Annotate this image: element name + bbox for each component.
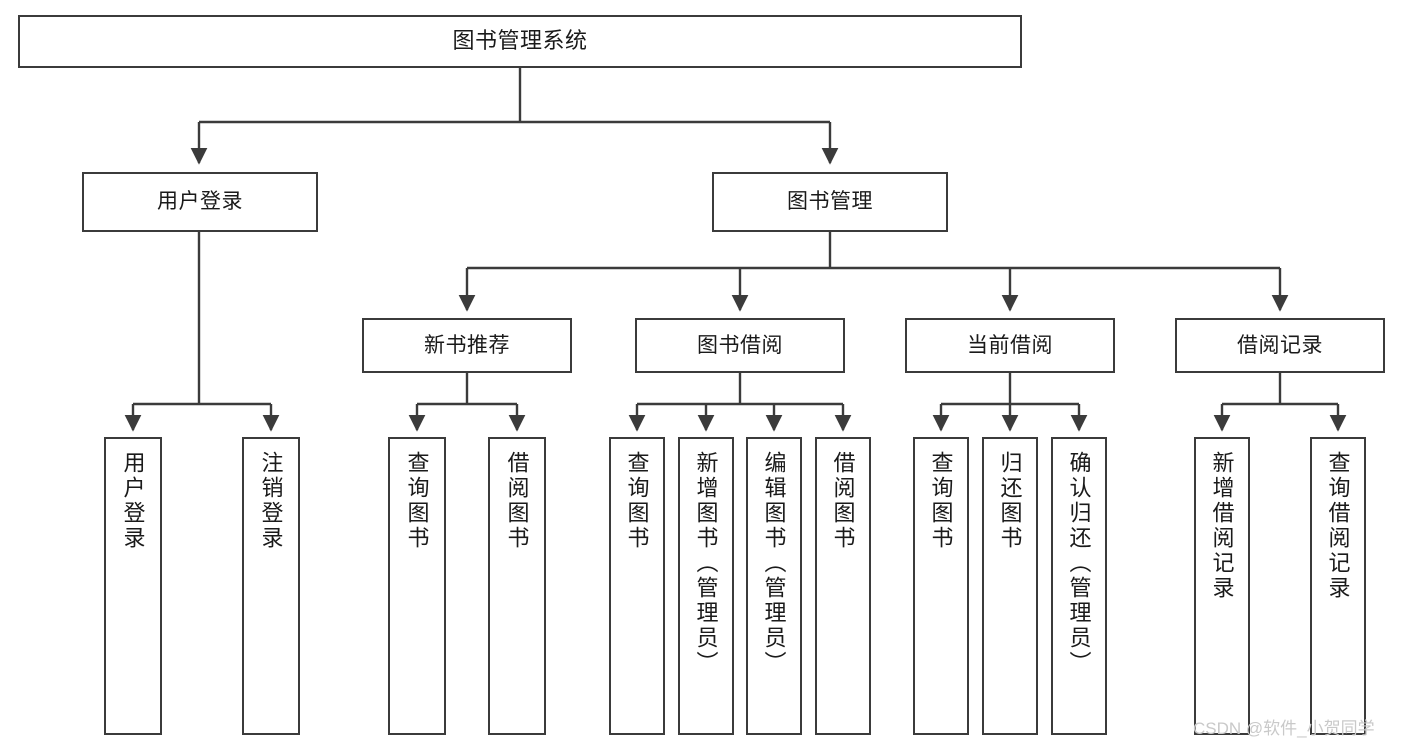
leaf-confirm-return[interactable]: 确认归还（管理员） (1051, 437, 1107, 735)
leaf-add-book-label: 新增图书（管理员） (693, 451, 719, 676)
node-book-mgmt[interactable]: 图书管理 (712, 172, 948, 232)
node-new-book-rec-label: 新书推荐 (424, 333, 510, 357)
leaf-borrow-book-2-label: 借阅图书 (830, 451, 856, 551)
leaf-add-record[interactable]: 新增借阅记录 (1194, 437, 1250, 735)
node-book-borrow[interactable]: 图书借阅 (635, 318, 845, 373)
leaf-user-logout[interactable]: 注销登录 (242, 437, 300, 735)
leaf-return-book-label: 归还图书 (997, 451, 1023, 551)
node-borrow-record-label: 借阅记录 (1237, 333, 1323, 357)
node-borrow-record[interactable]: 借阅记录 (1175, 318, 1385, 373)
leaf-query-book-3[interactable]: 查询图书 (913, 437, 969, 735)
leaf-query-book-2-label: 查询图书 (624, 451, 650, 551)
leaf-confirm-return-label: 确认归还（管理员） (1066, 451, 1092, 676)
leaf-edit-book[interactable]: 编辑图书（管理员） (746, 437, 802, 735)
node-root[interactable]: 图书管理系统 (18, 15, 1022, 68)
leaf-query-book-2[interactable]: 查询图书 (609, 437, 665, 735)
leaf-edit-book-label: 编辑图书（管理员） (761, 451, 787, 676)
leaf-user-login[interactable]: 用户登录 (104, 437, 162, 735)
node-current-borrow-label: 当前借阅 (967, 333, 1053, 357)
leaf-user-logout-label: 注销登录 (258, 451, 284, 551)
leaf-query-book-1-label: 查询图书 (404, 451, 430, 551)
leaf-return-book[interactable]: 归还图书 (982, 437, 1038, 735)
leaf-borrow-book-1[interactable]: 借阅图书 (488, 437, 546, 735)
leaf-borrow-book-2[interactable]: 借阅图书 (815, 437, 871, 735)
leaf-add-record-label: 新增借阅记录 (1209, 451, 1235, 601)
node-user-login-label: 用户登录 (157, 190, 243, 214)
leaf-query-book-3-label: 查询图书 (928, 451, 954, 551)
node-new-book-rec[interactable]: 新书推荐 (362, 318, 572, 373)
leaf-query-record[interactable]: 查询借阅记录 (1310, 437, 1366, 735)
csdn-watermark: CSDN @软件_小贺同学 (1193, 719, 1375, 738)
leaf-add-book[interactable]: 新增图书（管理员） (678, 437, 734, 735)
leaf-query-book-1[interactable]: 查询图书 (388, 437, 446, 735)
node-book-borrow-label: 图书借阅 (697, 333, 783, 357)
leaf-borrow-book-1-label: 借阅图书 (504, 451, 530, 551)
leaf-query-record-label: 查询借阅记录 (1325, 451, 1351, 601)
node-book-mgmt-label: 图书管理 (787, 190, 873, 214)
node-user-login[interactable]: 用户登录 (82, 172, 318, 232)
node-root-label: 图书管理系统 (452, 28, 588, 54)
leaf-user-login-label: 用户登录 (120, 451, 146, 551)
node-current-borrow[interactable]: 当前借阅 (905, 318, 1115, 373)
